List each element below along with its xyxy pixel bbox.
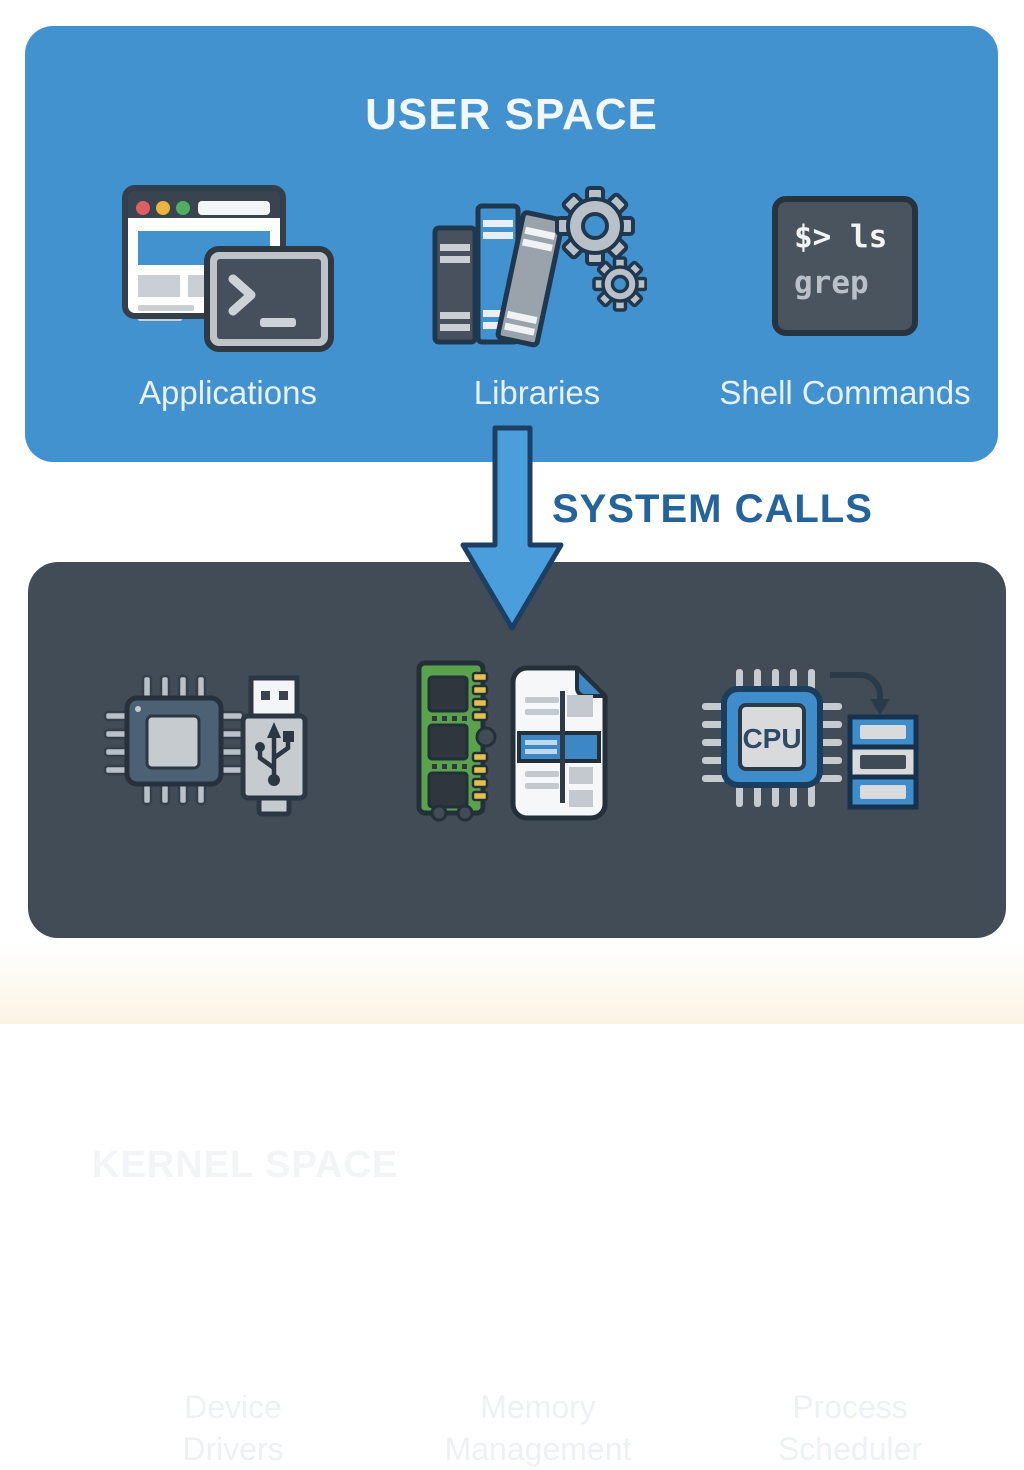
- kernel-space-title: KERNEL SPACE: [92, 1144, 399, 1186]
- device-drivers-label: Device Drivers: [182, 1389, 284, 1467]
- memory-management-icon: [405, 653, 620, 823]
- applications-label: Applications: [139, 374, 317, 411]
- gear-large-icon: [555, 186, 635, 266]
- process-scheduler-icon: CPU: [700, 655, 930, 825]
- system-calls-arrow-icon: [460, 425, 564, 631]
- process-queue-icon: [847, 714, 919, 810]
- queue-arrow-icon: [830, 672, 890, 715]
- cpu-text: CPU: [742, 723, 801, 754]
- user-space-title: USER SPACE: [365, 90, 658, 139]
- document-icon: [510, 665, 608, 821]
- applications-icon: [120, 181, 335, 353]
- usb-icon: [240, 675, 308, 817]
- shell-prompt-line: $> ls: [794, 219, 888, 255]
- system-calls-label: SYSTEM CALLS: [552, 487, 873, 531]
- cpu-chip-icon: CPU: [702, 669, 842, 807]
- libraries-icon: [427, 184, 647, 349]
- process-scheduler-label: Process Scheduler: [777, 1389, 923, 1467]
- libraries-label: Libraries: [473, 374, 601, 411]
- kernel-space-panel: KERNEL SPACE: [28, 562, 1006, 1467]
- books-icon: [432, 203, 565, 348]
- gear-small-icon: [592, 256, 647, 312]
- shell-terminal-icon: $> ls grep: [772, 196, 918, 336]
- os-architecture-diagram: USER SPACE: [25, 26, 1006, 1467]
- device-drivers-icon: [95, 658, 315, 823]
- user-space-panel: USER SPACE: [25, 26, 998, 462]
- shell-commands-label: Shell Commands: [719, 374, 971, 411]
- shell-grep-line: grep: [794, 265, 869, 301]
- terminal-window-icon: [204, 246, 334, 352]
- chip-icon: [103, 674, 245, 806]
- memory-management-label: Memory Management: [444, 1389, 632, 1467]
- ram-icon: [416, 660, 497, 822]
